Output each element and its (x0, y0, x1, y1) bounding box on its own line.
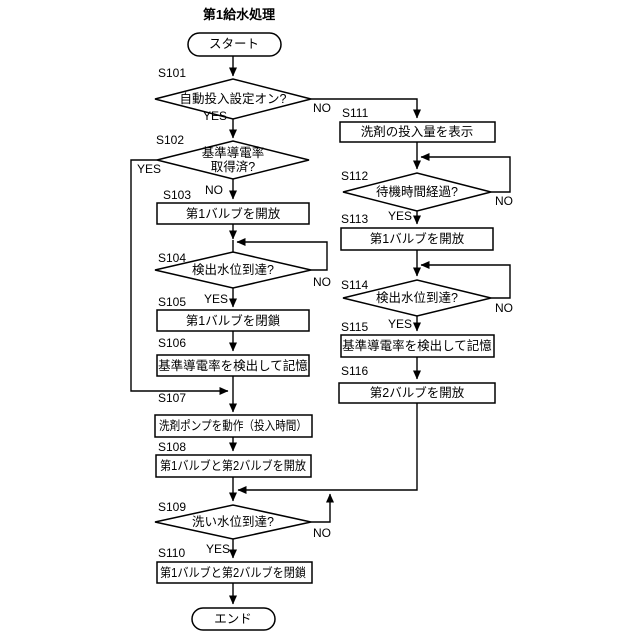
s102-label-line2: 取得済? (211, 159, 256, 174)
s105-process-box (156, 309, 310, 332)
s102-yes-label: YES (137, 162, 161, 176)
s115-process-box (340, 334, 495, 358)
start-terminal-shape (187, 32, 282, 57)
s111-process-box (339, 121, 496, 143)
s104-decision-diamond (154, 251, 312, 289)
node-s110: 第1バルブと第2バルブを閉鎖 (156, 561, 313, 584)
loop-s114-no (420, 261, 511, 299)
s110-step-label: S110 (158, 546, 185, 560)
loop-s112-no (420, 153, 511, 193)
s116-process-box (338, 382, 496, 404)
s102-decision-diamond (156, 140, 310, 180)
s109-step-label: S109 (158, 500, 186, 514)
s112-step-label: S112 (341, 169, 368, 183)
loop-s104-no (236, 238, 328, 271)
s109-decision-diamond (154, 504, 312, 540)
s109-label: 洗い水位到達? (192, 514, 274, 529)
s110-process-box (156, 561, 313, 584)
s113-step-label: S113 (341, 212, 368, 226)
s115-label: 基準導電率を検出して記憶 (342, 338, 492, 353)
s103-label: 第1バルブを開放 (186, 206, 281, 221)
node-s107: 洗剤ポンプを動作（投入時間） (154, 414, 313, 438)
node-s103: 第1バルブを開放 (156, 202, 310, 225)
edge-s102-yes-merge (130, 159, 229, 395)
s113-process-box (340, 227, 494, 251)
s104-step-label: S104 (158, 251, 186, 265)
s111-label: 洗剤の投入量を表示 (361, 124, 474, 139)
s112-decision-diamond (342, 172, 492, 212)
node-end: エンド (191, 607, 276, 631)
s104-label: 検出水位到達? (192, 262, 274, 277)
s103-step-label: S103 (163, 188, 191, 202)
s111-step-label: S111 (342, 106, 369, 120)
edge-s101-s111-no (311, 98, 421, 119)
s106-step-label: S106 (158, 336, 186, 350)
s108-step-label: S108 (158, 440, 186, 454)
s108-label: 第1バルブと第2バルブを開放 (160, 458, 306, 473)
node-s108: 第1バルブと第2バルブを開放 (155, 454, 312, 478)
s109-no-label: NO (313, 526, 331, 540)
s107-process-box (154, 414, 313, 438)
s114-yes-label: YES (388, 317, 412, 331)
s104-yes-label: YES (204, 292, 228, 306)
s108-process-box (155, 454, 312, 478)
end-terminal-label: エンド (214, 612, 252, 626)
s102-label-line1: 基準導電率 (202, 145, 265, 160)
s109-yes-label: YES (206, 542, 230, 556)
start-terminal-label: スタート (209, 37, 259, 51)
s115-step-label: S115 (341, 320, 368, 334)
diagram-title: 第1給水処理 (203, 7, 275, 22)
s102-step-label: S102 (156, 133, 184, 147)
s107-step-label: S107 (158, 391, 186, 405)
end-terminal-shape (191, 607, 276, 631)
s101-no-label: NO (313, 101, 331, 115)
s112-label: 待機時間経過? (376, 184, 458, 199)
s116-step-label: S116 (341, 364, 368, 378)
node-s101: 自動投入設定オン? (154, 78, 312, 120)
s114-decision-diamond (342, 279, 492, 317)
node-s111: 洗剤の投入量を表示 (339, 121, 496, 143)
node-s109: 洗い水位到達? (154, 504, 312, 540)
node-start: スタート (187, 32, 282, 57)
s105-step-label: S105 (158, 295, 186, 309)
s107-label: 洗剤ポンプを動作（投入時間） (159, 418, 307, 433)
s101-label: 自動投入設定オン? (180, 91, 287, 106)
s110-label: 第1バルブと第2バルブを閉鎖 (160, 565, 306, 580)
s114-no-label: NO (495, 301, 513, 315)
s114-label: 検出水位到達? (376, 290, 458, 305)
node-s105: 第1バルブを閉鎖 (156, 309, 310, 332)
node-s102: 基準導電率 取得済? (156, 140, 310, 180)
s112-no-label: NO (495, 194, 513, 208)
node-s112: 待機時間経過? (342, 172, 492, 212)
edge-s116-merge (237, 403, 418, 494)
s106-label: 基準導電率を検出して記憶 (158, 358, 308, 373)
s101-yes-label: YES (203, 109, 227, 123)
node-s113: 第1バルブを開放 (340, 227, 494, 251)
s101-decision-diamond (154, 78, 312, 120)
s116-label: 第2バルブを開放 (370, 385, 465, 400)
node-s104: 検出水位到達? (154, 251, 312, 289)
node-s116: 第2バルブを開放 (338, 382, 496, 404)
s113-label: 第1バルブを開放 (370, 231, 465, 246)
s114-step-label: S114 (341, 278, 368, 292)
loop-s109-no (311, 493, 334, 523)
s103-process-box (156, 202, 310, 225)
s101-step-label: S101 (158, 66, 186, 80)
s106-process-box (156, 354, 310, 377)
s112-yes-label: YES (388, 209, 412, 223)
s105-label: 第1バルブを閉鎖 (186, 313, 281, 328)
node-s115: 基準導電率を検出して記憶 (340, 334, 495, 358)
s102-no-label: NO (205, 183, 223, 197)
node-s114: 検出水位到達? (342, 279, 492, 317)
s104-no-label: NO (313, 275, 331, 289)
node-s106: 基準導電率を検出して記憶 (156, 354, 310, 377)
